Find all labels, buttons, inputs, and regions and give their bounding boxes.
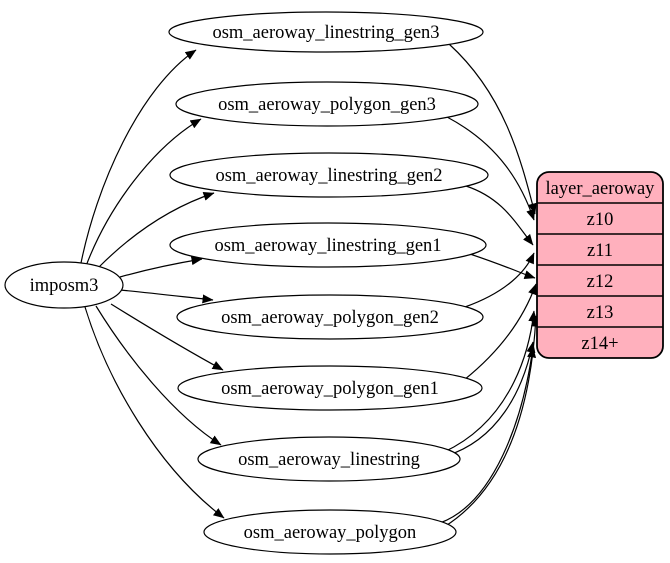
- edge-imposm3-osm_aeroway_polygon_gen1: [110, 303, 224, 371]
- edge-osm_aeroway_linestring_gen2-z11: [465, 185, 534, 246]
- edge-osm_aeroway_polygon-z13: [443, 315, 540, 528]
- edge-osm_aeroway_polygon_gen2-z11: [464, 252, 535, 308]
- node-osm_aeroway_linestring_gen3: osm_aeroway_linestring_gen3: [168, 11, 484, 53]
- table-ellipse: [169, 222, 487, 268]
- edge-imposm3-osm_aeroway_linestring: [95, 305, 222, 446]
- table-label: osm_aeroway_linestring: [238, 450, 420, 470]
- node-osm_aeroway_linestring_gen1: osm_aeroway_linestring_gen1: [169, 222, 487, 268]
- table-ellipse: [175, 81, 479, 127]
- edge-imposm3-osm_aeroway_polygon_gen2: [119, 289, 214, 304]
- edge-osm_aeroway_polygon-z14plus: [439, 346, 537, 524]
- node-osm_aeroway_polygon_gen3: osm_aeroway_polygon_gen3: [175, 81, 479, 127]
- edges-tables-to-layer: [439, 43, 540, 528]
- edge-imposm3-osm_aeroway_linestring_gen1: [119, 256, 203, 278]
- table-ellipse: [176, 294, 484, 340]
- edge-osm_aeroway_linestring_gen3-z10: [448, 43, 537, 215]
- table-ellipse: [177, 365, 483, 411]
- node-osm_aeroway_polygon_gen1: osm_aeroway_polygon_gen1: [177, 365, 483, 411]
- edge-osm_aeroway_linestring_gen1-z12: [469, 253, 536, 279]
- table-ellipse: [203, 509, 457, 555]
- edge-imposm3-osm_aeroway_polygon_gen3: [85, 118, 202, 267]
- table-ellipse: [169, 152, 489, 198]
- edges-source-to-tables: [79, 49, 225, 519]
- edge-osm_aeroway_linestring-z14plus: [445, 341, 536, 457]
- table-label: osm_aeroway_linestring_gen1: [214, 236, 441, 256]
- edge-osm_aeroway_linestring-z13: [443, 310, 538, 453]
- edge-imposm3-osm_aeroway_linestring_gen2: [98, 192, 215, 268]
- layer-title: layer_aeroway: [546, 179, 656, 199]
- table-label: osm_aeroway_linestring_gen2: [215, 166, 442, 186]
- table-label: osm_aeroway_linestring_gen3: [212, 23, 439, 43]
- zoom-row-z11: z11: [587, 241, 613, 261]
- table-label: osm_aeroway_polygon: [244, 523, 417, 543]
- table-ellipse: [168, 11, 484, 53]
- node-layer_aeroway: layer_aeroway z10 z11 z12 z13 z14+: [536, 171, 664, 359]
- table-nodes: osm_aeroway_linestring_gen3 osm_aeroway_…: [168, 11, 489, 555]
- edge-imposm3-osm_aeroway_polygon: [84, 306, 225, 519]
- zoom-row-z13: z13: [587, 303, 614, 323]
- table-label: osm_aeroway_polygon_gen3: [218, 95, 436, 115]
- zoom-row-z14plus: z14+: [581, 334, 618, 354]
- table-label: osm_aeroway_polygon_gen1: [221, 379, 439, 399]
- table-ellipse: [197, 436, 461, 482]
- node-osm_aeroway_polygon_gen2: osm_aeroway_polygon_gen2: [176, 294, 484, 340]
- edge-imposm3-osm_aeroway_linestring_gen3: [79, 49, 197, 269]
- node-osm_aeroway_linestring: osm_aeroway_linestring: [197, 436, 461, 482]
- table-label: osm_aeroway_polygon_gen2: [221, 308, 439, 328]
- node-osm_aeroway_polygon: osm_aeroway_polygon: [203, 509, 457, 555]
- edge-osm_aeroway_polygon_gen3-z10: [446, 116, 535, 221]
- edge-osm_aeroway_polygon_gen1-z12: [463, 283, 537, 381]
- imposm3-label: imposm3: [30, 276, 99, 296]
- node-imposm3: imposm3: [4, 261, 124, 309]
- zoom-row-z12: z12: [587, 272, 614, 292]
- zoom-row-z10: z10: [587, 210, 614, 230]
- node-osm_aeroway_linestring_gen2: osm_aeroway_linestring_gen2: [169, 152, 489, 198]
- imposm3-ellipse: [4, 261, 124, 309]
